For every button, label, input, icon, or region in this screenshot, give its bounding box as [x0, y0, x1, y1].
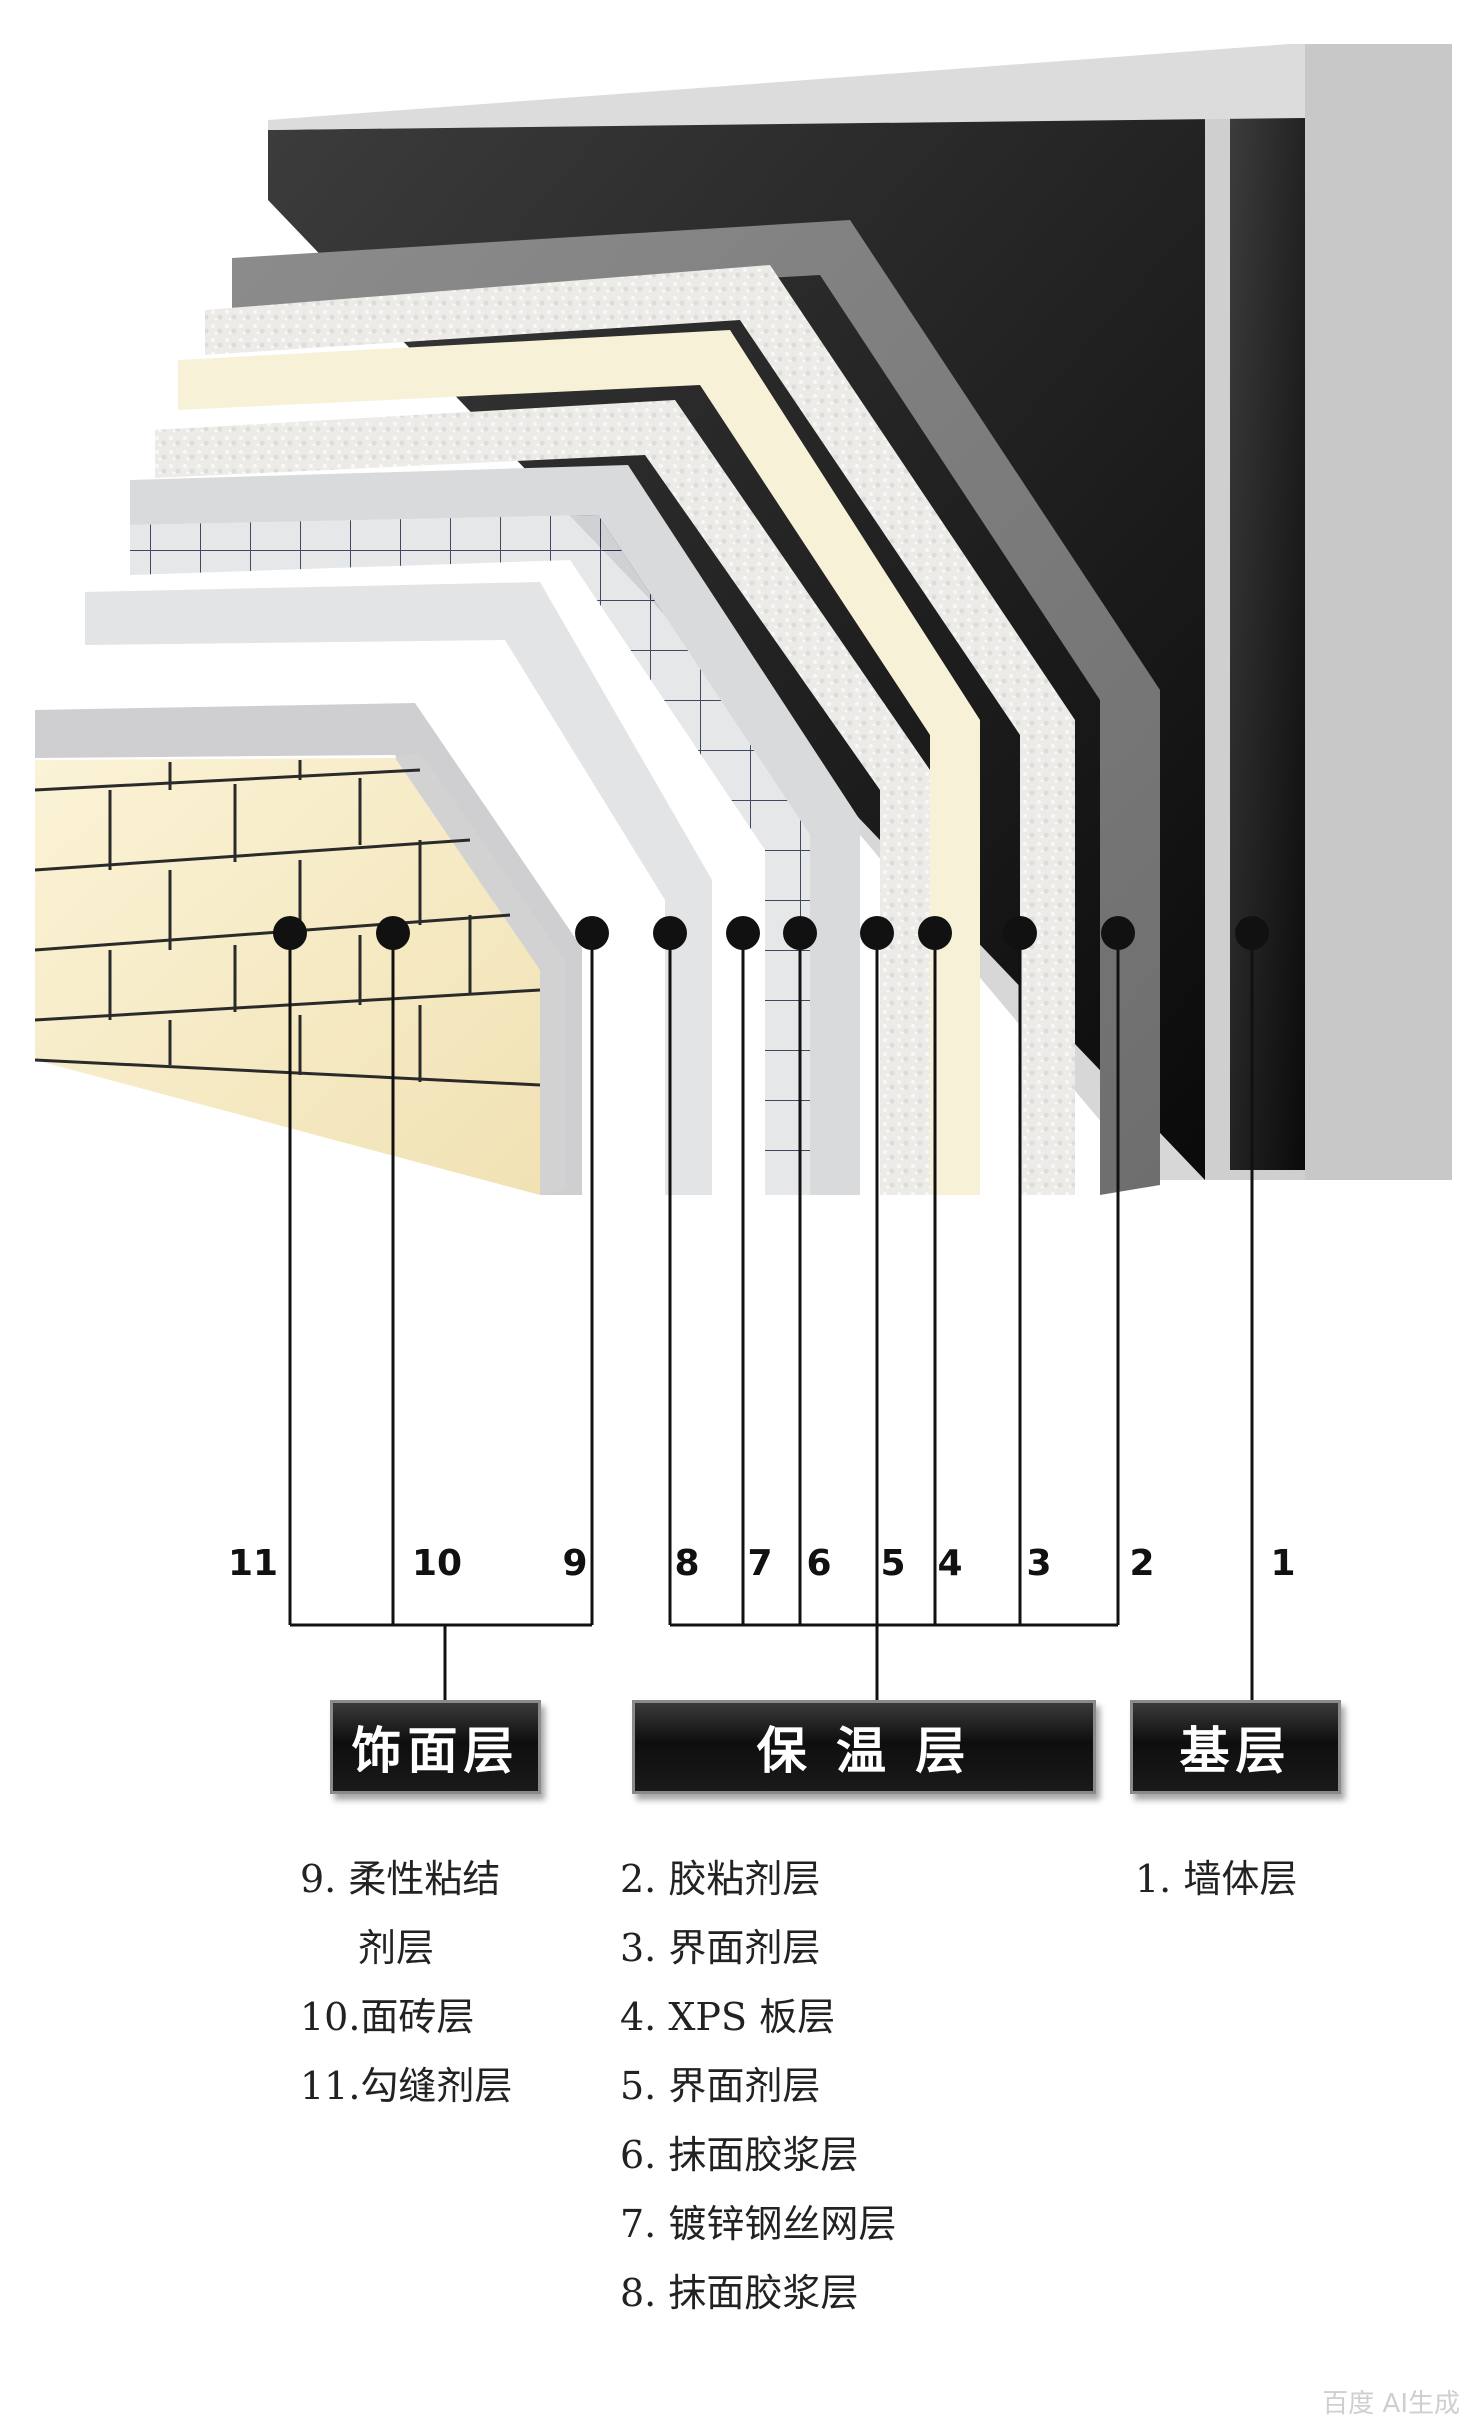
legend-item-5: 5. 界面剂层 — [620, 2064, 821, 2108]
watermark: 百度 AI生成 — [1322, 2389, 1460, 2419]
layer-number-1: 1 — [1270, 1543, 1295, 1584]
layer-number-9: 9 — [562, 1543, 587, 1584]
category-insulation-box: 保 温 层 — [632, 1700, 1096, 1794]
legend-item-8: 8. 抹面胶浆层 — [620, 2271, 859, 2315]
legend-item-2: 2. 胶粘剂层 — [620, 1857, 821, 1901]
legend-base: 1. 墙体层 — [1135, 1845, 1297, 1914]
layer-number-4: 4 — [937, 1543, 962, 1584]
legend-item-1: 1. 墙体层 — [1135, 1857, 1298, 1901]
layer-8-render — [85, 582, 712, 1195]
legend-item-10: 10.面砖层 — [300, 1995, 475, 2039]
layer-number-3: 3 — [1026, 1543, 1051, 1584]
legend-finish: 9. 柔性粘结 剂层 10.面砖层 11.勾缝剂层 — [300, 1845, 512, 2121]
layer-number-6: 6 — [806, 1543, 831, 1584]
legend-insulation: 2. 胶粘剂层 3. 界面剂层 4. XPS 板层 5. 界面剂层 6. 抹面胶… — [620, 1845, 896, 2328]
layer-number-2: 2 — [1129, 1543, 1154, 1584]
legend-item-9: 9. 柔性粘结 — [300, 1857, 501, 1901]
layer-number-8: 8 — [674, 1543, 699, 1584]
legend-item-3: 3. 界面剂层 — [620, 1926, 821, 1970]
legend-item-7: 7. 镀锌钢丝网层 — [620, 2202, 897, 2246]
layer-number-7: 7 — [747, 1543, 772, 1584]
layer-number-10: 10 — [412, 1543, 462, 1584]
legend-item-9-cont: 剂层 — [358, 1926, 435, 1970]
category-base-box: 基层 — [1130, 1700, 1341, 1794]
layer-11-grout-lines — [34, 760, 541, 1087]
legend-item-11: 11.勾缝剂层 — [300, 2064, 513, 2108]
layer-number-5: 5 — [880, 1543, 905, 1584]
layer-10-tiles — [34, 752, 565, 1195]
callout-lines — [273, 916, 1269, 1700]
legend-item-6: 6. 抹面胶浆层 — [620, 2133, 859, 2177]
category-finish-box: 饰面层 — [330, 1700, 541, 1794]
layer-number-11: 11 — [228, 1543, 278, 1584]
legend-item-4: 4. XPS 板层 — [620, 1995, 836, 2039]
